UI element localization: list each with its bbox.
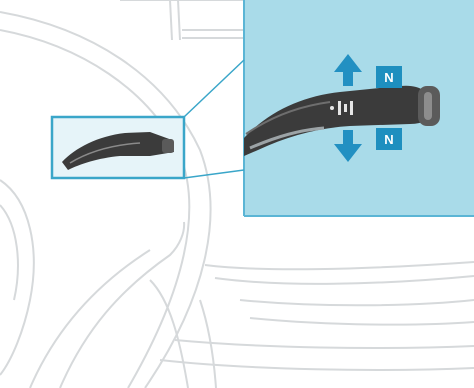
lever-highlight bbox=[52, 117, 184, 178]
callout-up: N bbox=[376, 66, 402, 88]
callout-down-letter: N bbox=[384, 132, 393, 147]
callout-down: N bbox=[376, 128, 402, 150]
callout-up-letter: N bbox=[384, 70, 393, 85]
